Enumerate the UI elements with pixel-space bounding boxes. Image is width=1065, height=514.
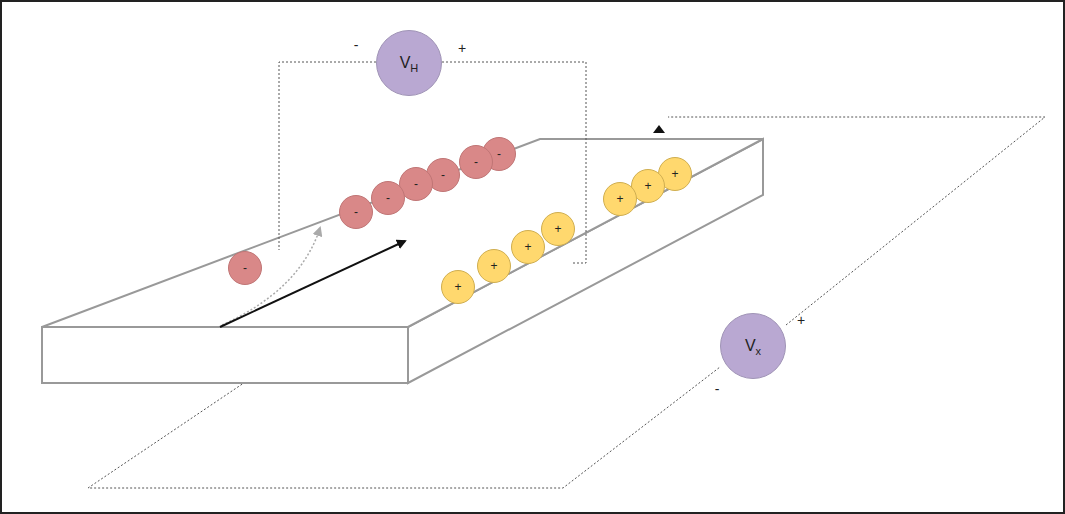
meter-symbol: V bbox=[400, 54, 411, 72]
charge-sign: - bbox=[497, 147, 501, 161]
charge-sign: + bbox=[454, 280, 461, 294]
charge-sign: + bbox=[554, 222, 561, 236]
charge-sign: - bbox=[414, 177, 418, 191]
electron: - bbox=[371, 181, 405, 215]
charge-sign: - bbox=[243, 261, 247, 275]
positive-charge: + bbox=[541, 212, 575, 246]
electron: - bbox=[459, 145, 493, 179]
slab bbox=[42, 139, 763, 383]
deflection-path bbox=[222, 228, 320, 325]
charge-sign: - bbox=[474, 155, 478, 169]
charge-sign: - bbox=[354, 205, 358, 219]
meter-subscript: H bbox=[410, 62, 418, 74]
meter-symbol: V bbox=[745, 337, 756, 355]
positive-charge: + bbox=[477, 249, 511, 283]
charge-sign: - bbox=[386, 191, 390, 205]
positive-charge: + bbox=[511, 230, 545, 264]
charge-sign: + bbox=[524, 240, 531, 254]
charge-sign: + bbox=[671, 167, 678, 181]
polarity-sign: - bbox=[354, 37, 359, 53]
charge-sign: + bbox=[644, 179, 651, 193]
electron: - bbox=[228, 251, 262, 285]
electron: - bbox=[339, 195, 373, 229]
polarity-sign: + bbox=[458, 40, 466, 56]
polarity-sign: + bbox=[797, 312, 805, 328]
velocity-arrow bbox=[220, 241, 405, 327]
vh-wires bbox=[279, 62, 586, 263]
voltmeter: VH bbox=[376, 30, 442, 96]
charge-sign: - bbox=[441, 168, 445, 182]
positive-charge: + bbox=[603, 182, 637, 216]
current-arrowhead bbox=[653, 125, 665, 133]
charge-sign: + bbox=[616, 192, 623, 206]
positive-charge: + bbox=[441, 270, 475, 304]
meter-subscript: x bbox=[756, 345, 762, 357]
voltmeter: Vx bbox=[720, 313, 786, 379]
charge-sign: + bbox=[490, 259, 497, 273]
polarity-sign: - bbox=[715, 381, 720, 397]
